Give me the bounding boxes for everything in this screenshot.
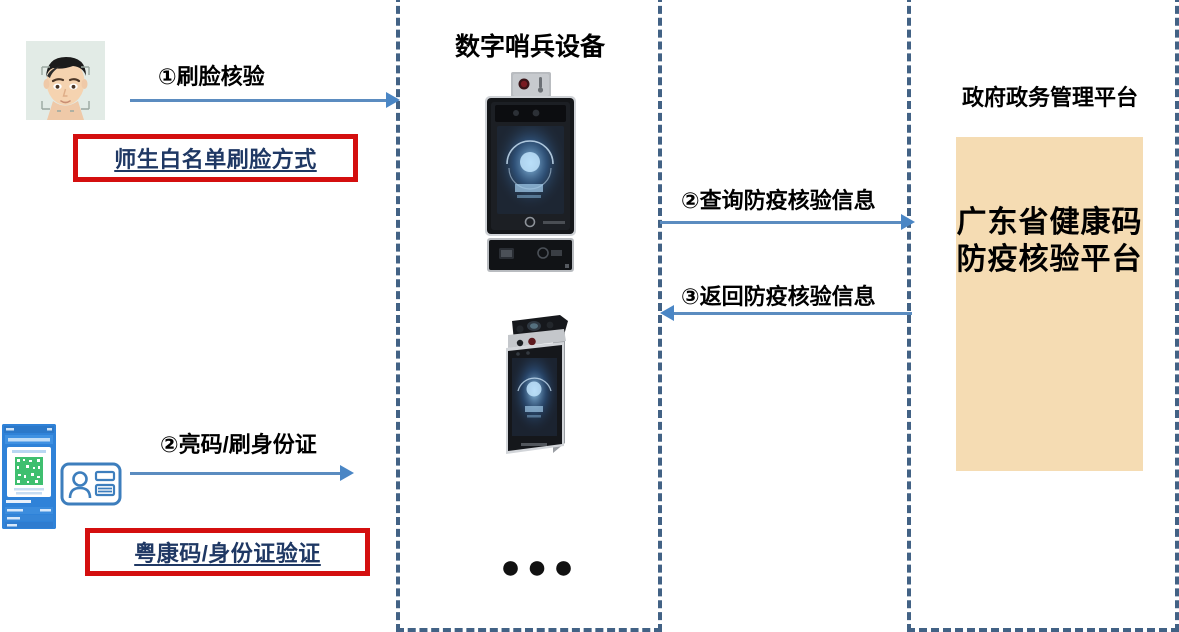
flow-1-arrow-head (386, 92, 400, 108)
phone-health-code-svg (2, 424, 56, 529)
callout-whitelist-text: 师生白名单刷脸方式 (114, 147, 317, 172)
id-card-icon (60, 462, 122, 506)
platform-block-label: 广东省健康码防疫核验平台 (956, 206, 1143, 276)
handheld-terminal-svg (506, 315, 568, 454)
face-photo-svg (26, 41, 105, 120)
flow-1-label: ①刷脸核验 (158, 64, 265, 89)
face-photo-icon (26, 41, 105, 120)
platform-block (956, 137, 1143, 471)
callout-whitelist: 师生白名单刷脸方式 (73, 134, 358, 182)
flow-4-arrow-head (660, 305, 674, 321)
flow-3-label: ②查询防疫核验信息 (681, 188, 876, 213)
flow-4-label: ③返回防疫核验信息 (681, 284, 876, 309)
phone-health-code-icon (2, 424, 56, 529)
callout-yuekangma: 粤康码/身份证验证 (85, 528, 370, 576)
device-zone-title: 数字哨兵设备 (454, 33, 605, 61)
handheld-face-terminal-icon (490, 303, 580, 478)
flow-3-arrow-head (901, 214, 915, 230)
face-recognition-kiosk-icon (473, 72, 588, 272)
flow-4-arrow-line (672, 312, 912, 315)
platform-zone-title: 政府政务管理平台 (961, 85, 1138, 110)
kiosk-svg (485, 72, 576, 272)
flow-2-label: ②亮码/刷身份证 (160, 432, 317, 457)
flow-2-arrow-head (340, 465, 354, 481)
flow-3-arrow-line (660, 221, 903, 224)
id-card-svg (60, 462, 122, 506)
flow-2-arrow-line (130, 472, 342, 475)
callout-yuekangma-text: 粤康码/身份证验证 (134, 541, 321, 566)
more-devices-ellipsis: ●●● (500, 548, 580, 586)
flow-1-arrow-line (130, 99, 388, 102)
